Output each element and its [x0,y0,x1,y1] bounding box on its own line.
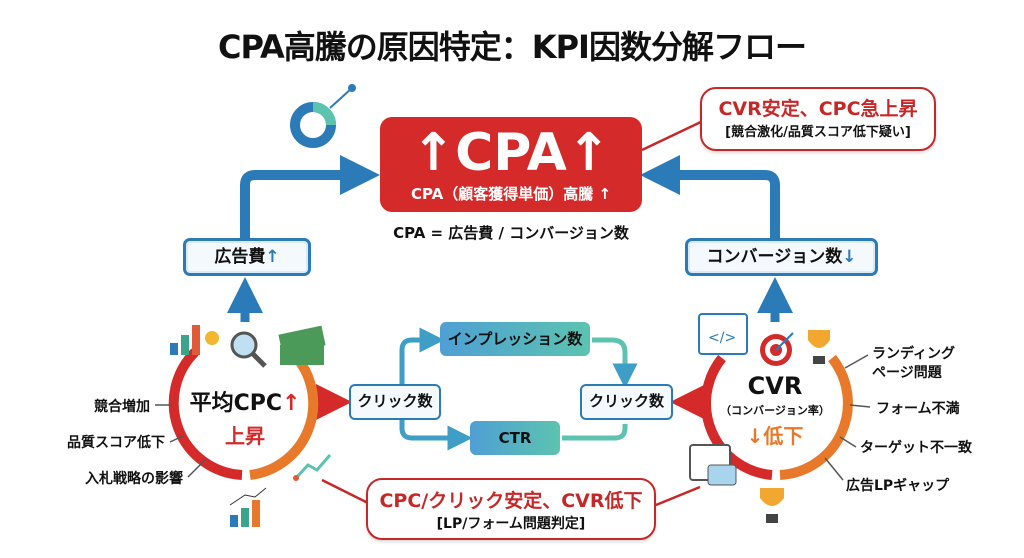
trophy-icon-bottom [760,488,784,523]
cvr-ring-orange [779,354,853,480]
ad-cost-box: 広告費↑ [183,238,311,276]
cpa-box: ↑CPA↑ CPA（顧客獲得単価）高騰 ↑ [380,117,642,212]
donut-chart-icon [290,84,356,148]
cpc-status: 上昇 [225,424,265,448]
callout-top-detail: [競合激化/品質スコア低下疑い] [725,125,911,140]
cvr-status: ↓低下 [746,424,804,448]
cpc-ring-red [168,348,243,480]
cvr-subtitle: （コンバージョン率） [720,404,830,417]
magnifier-icon [230,331,267,368]
cvr-factor: フォーム不満 [876,401,960,417]
up-arrow-icon: ↑ [265,247,280,267]
impressions-box: インプレッション数 [440,322,590,356]
click-count-left: クリック数 [349,384,441,420]
down-arrow-icon: ↓ [842,247,857,267]
cpc-title: 平均CPC↑ [175,385,315,417]
flow-ctr-to-click [562,424,628,441]
cpc-factor: 競合増加 [94,399,150,415]
trend-chart-icon [229,487,267,527]
ad-cost-label: 広告費 [214,247,266,267]
growth-line-icon [293,454,332,481]
page-title: CPA高騰の原因特定：KPI因数分解フロー [218,28,807,66]
cpa-formula: CPA = 広告費 / コンバージョン数 [393,224,629,242]
cpc-ring-orange [249,354,319,480]
svg-text:</>: </> [708,330,736,346]
cpc-title-text: 平均CPC [189,391,282,416]
conversions-box: コンバージョン数↓ [685,238,878,276]
cvr-ring-red [701,354,773,480]
callout-bottom-detail: [LP/フォーム問題判定] [436,516,586,532]
cpa-heading: ↑CPA↑ [411,123,611,183]
target-icon [760,332,794,366]
flow-down [399,420,473,451]
arrow-conv-to-cpa [640,155,780,238]
cvr-factor: ランディング ページ問題 [872,346,956,381]
flow-up [399,327,445,384]
bar-chart-coin-icon [170,325,219,355]
cvr-factor: ターゲット不一致 [860,440,972,456]
feedback-window-icon [689,444,737,486]
click-count-right: クリック数 [580,384,673,420]
trophy-icon [808,330,830,364]
cpc-factor: 品質スコア低下 [67,435,165,451]
callout-bottom-headline: CPC/クリック安定、CVR低下 [379,490,643,512]
callout-top-headline: CVR安定、CPC急上昇 [718,98,918,120]
up-arrow-icon: ↑ [281,391,301,416]
money-icon [278,325,326,365]
conversions-label: コンバージョン数 [706,247,843,267]
cvr-title: CVR [747,372,803,400]
flow-imp-to-click [592,337,638,389]
arrow-adcost-to-cpa [240,155,380,238]
callout-bottom: CPC/クリック安定、CVR低下 [LP/フォーム問題判定] [366,478,656,540]
callout-top: CVR安定、CPC急上昇 [競合激化/品質スコア低下疑い] [700,87,936,151]
cvr-factor: 広告LPギャップ [846,478,950,494]
ctr-box: CTR [470,421,560,455]
cpa-subtitle: CPA（顧客獲得単価）高騰 ↑ [410,185,612,203]
code-window-icon: </> [698,313,748,355]
cpc-factor: 入札戦略の影響 [85,471,183,487]
